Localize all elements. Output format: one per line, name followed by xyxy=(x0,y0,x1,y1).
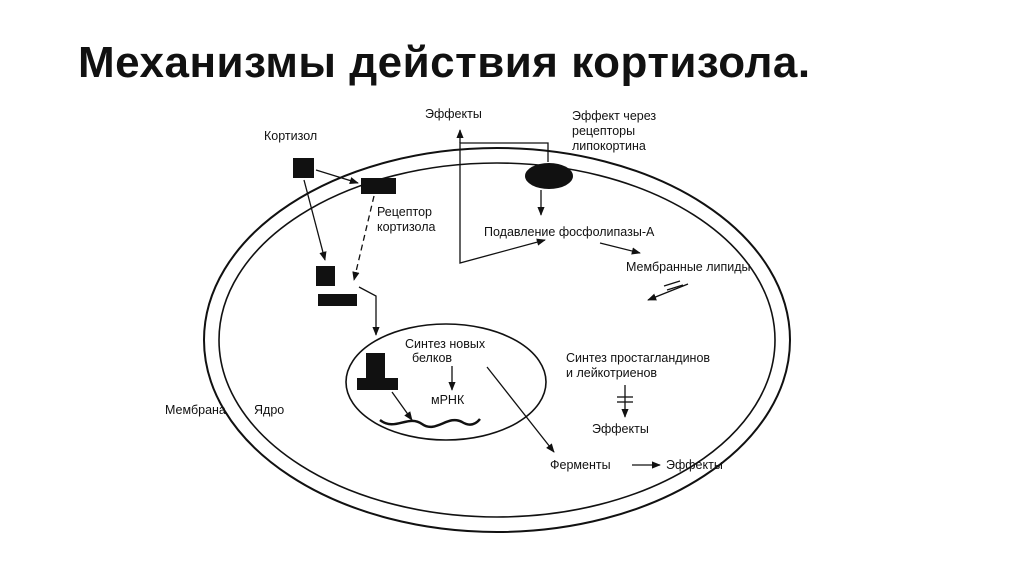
label-lipocortin-3: липокортина xyxy=(572,139,646,153)
label-nucleus: Ядро xyxy=(254,403,284,417)
cortisol-molecule xyxy=(293,158,314,178)
nuclear-complex-top xyxy=(366,353,385,379)
arrow-complex-to-nucleus xyxy=(358,286,380,336)
cell-membrane-outer xyxy=(203,147,791,533)
label-receptor-1: Рецептор xyxy=(377,205,432,219)
label-lipocortin-2: рецепторы xyxy=(572,124,635,138)
label-enzymes: Ферменты xyxy=(550,458,611,472)
arrow-receptor-dashed xyxy=(352,195,375,281)
label-membrane-lipids: Мембранные липиды xyxy=(626,260,751,274)
nucleus xyxy=(345,323,547,441)
label-prostaglandins-2: и лейкотриенов xyxy=(566,366,657,380)
label-protein-1: Синтез новых xyxy=(405,337,486,351)
label-receptor-2: кортизола xyxy=(377,220,436,234)
label-cortisol: Кортизол xyxy=(264,129,317,143)
arrow-complex-to-mrna xyxy=(391,391,413,421)
arrow-to-lipids xyxy=(599,242,641,255)
label-mrna: мРНК xyxy=(431,393,465,407)
cell-membrane-inner xyxy=(218,162,776,518)
nuclear-complex-base xyxy=(357,378,398,390)
label-protein-2: белков xyxy=(412,351,452,365)
cortisol-receptor xyxy=(361,178,396,194)
label-lipocortin-1: Эффект через xyxy=(572,109,656,123)
label-phospholipase: Подавление фосфолипазы-А xyxy=(484,225,655,239)
arrow-to-effects-top xyxy=(459,142,549,264)
label-effects-mid: Эффекты xyxy=(592,422,649,436)
arrow-proteins-to-enzymes xyxy=(486,366,555,453)
cortisol-complex-square xyxy=(316,266,335,286)
mrna-strand xyxy=(379,418,481,429)
label-effects-bottom: Эффекты xyxy=(666,458,723,472)
label-membrane: Мембрана xyxy=(165,403,226,417)
block-mark-lipids-b xyxy=(666,284,684,291)
cortisol-complex-bar xyxy=(318,294,357,306)
block-mark-lipids-a xyxy=(663,280,681,287)
page-title: Механизмы действия кортизола. xyxy=(78,38,811,87)
label-prostaglandins-1: Синтез простагландинов xyxy=(566,351,710,365)
arrow-lipids-blocked xyxy=(647,283,689,301)
arrow-cortisol-into-cell xyxy=(303,179,327,261)
lipocortin-receptor xyxy=(525,163,573,189)
label-effects-top: Эффекты xyxy=(425,107,482,121)
arrow-cortisol-to-receptor xyxy=(315,169,359,185)
